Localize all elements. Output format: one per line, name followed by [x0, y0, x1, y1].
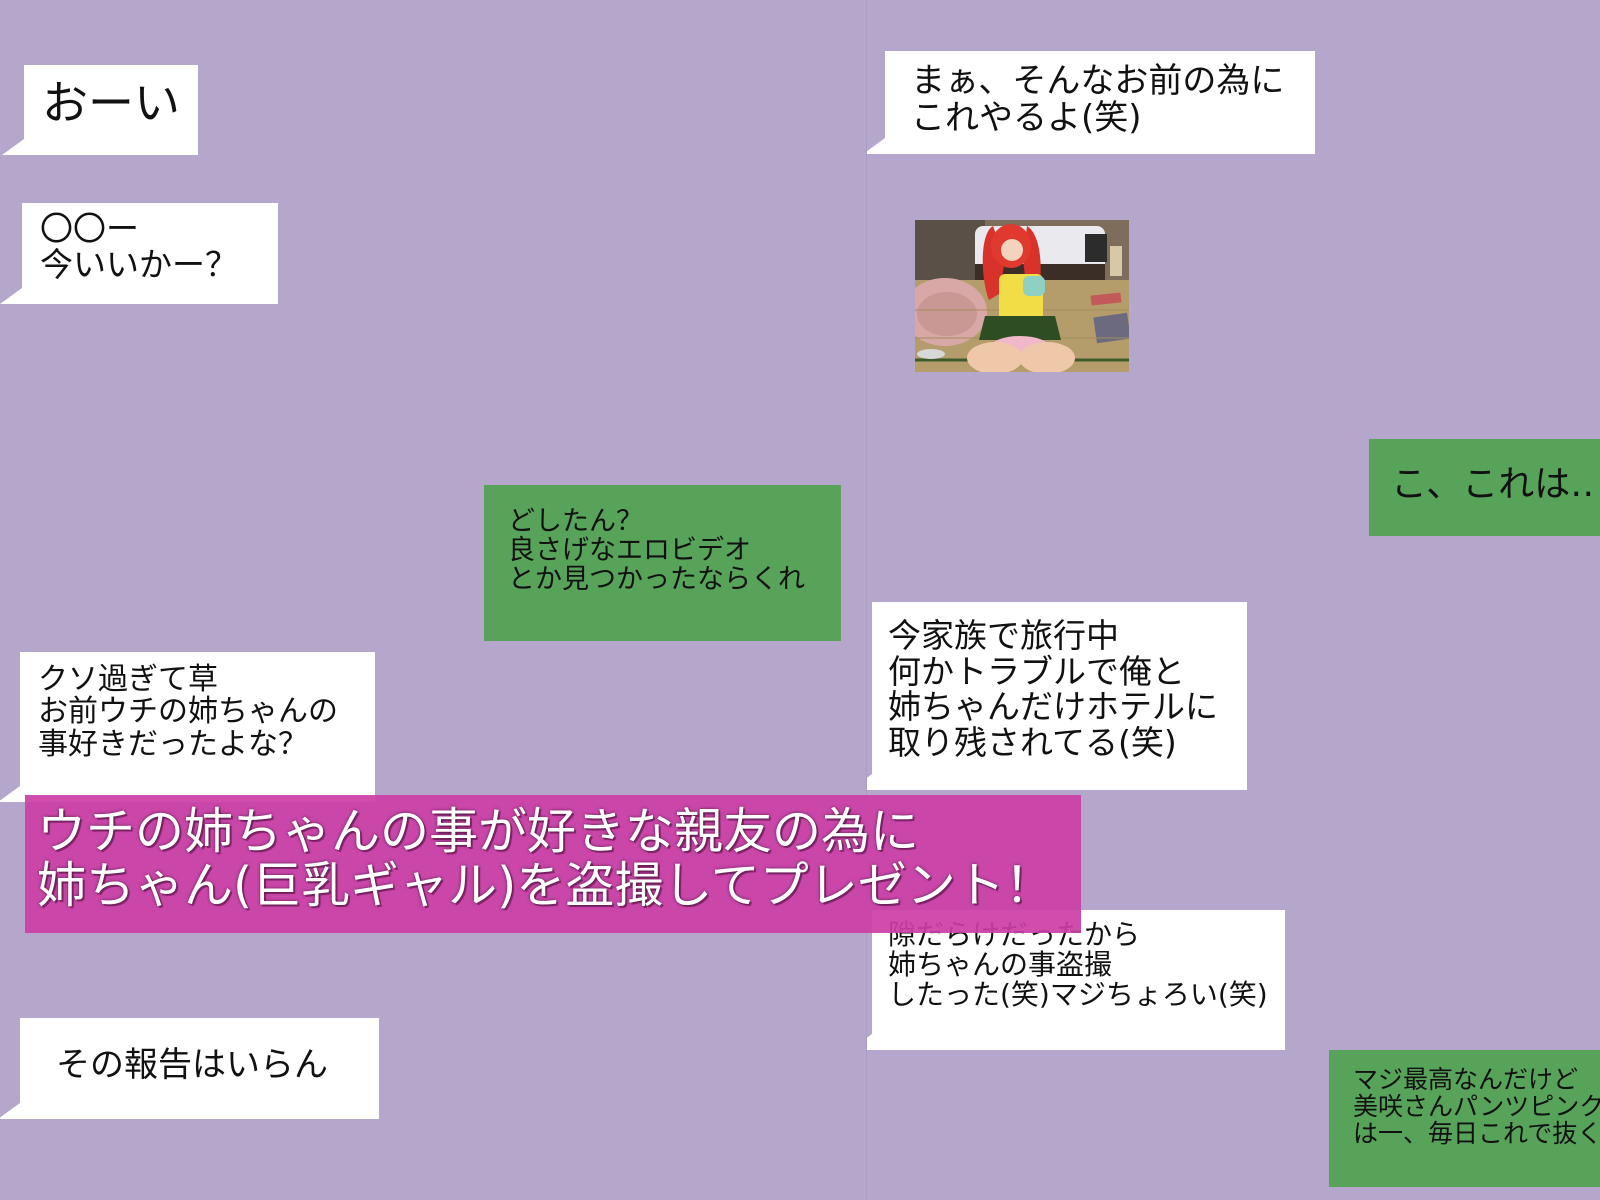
message-bubble-sent: マジ最高なんだけど 美咲さんパンツピンク は一、毎日これで抜く — [1329, 1050, 1600, 1187]
message-text: 姉ちゃんだけホテルに — [888, 687, 1218, 727]
message-text: は一、毎日これで抜く — [1353, 1119, 1600, 1148]
message-text: 姉ちゃんの事盗撮 — [888, 948, 1113, 982]
message-text: クソ過ぎて草 — [38, 662, 218, 697]
message-bubble-received: おーい — [2, 65, 198, 155]
title-line: 姉ちゃん(巨乳ギャル)を盗撮してプレゼント！ — [37, 856, 1054, 914]
message-text: どしたん？ — [508, 506, 643, 537]
message-bubble-sent: こ、これは‥ — [1369, 439, 1600, 536]
message-text: まぁ、そんなお前の為に — [911, 61, 1285, 101]
message-text: 取り残されてる(笑) — [888, 722, 1177, 762]
message-text: お前ウチの姉ちゃんの — [38, 694, 338, 730]
photo-image — [915, 220, 1129, 372]
message-bubble-sent: どしたん？ 良さげなエロビデオ とか見つかったならくれ — [484, 485, 841, 641]
message-text: 今家族で旅行中 — [888, 616, 1119, 655]
message-text: こ、これは‥ — [1391, 464, 1595, 505]
title-banner: ウチの姉ちゃんの事が好きな親友の為に 姉ちゃん(巨乳ギャル)を盗撮してプレゼント… — [25, 795, 1081, 933]
message-text: その報告はいらん — [56, 1045, 328, 1085]
message-text: これやるよ(笑) — [911, 97, 1142, 138]
message-bubble-received: クソ過ぎて草 お前ウチの姉ちゃんの 事好きだったよな？ — [0, 652, 375, 802]
message-text: 何かトラブルで俺と — [888, 651, 1185, 691]
title-line: ウチの姉ちゃんの事が好きな親友の為に — [37, 803, 920, 860]
message-text: 良さげなエロビデオ — [508, 535, 751, 567]
message-text: おーい — [42, 76, 180, 130]
message-text: 美咲さんパンツピンク — [1353, 1092, 1600, 1121]
message-text: したった(笑)マジちょろい(笑) — [888, 978, 1268, 1012]
message-bubble-received: 今家族で旅行中 何かトラブルで俺と 姉ちゃんだけホテルに 取り残されてる(笑) — [867, 602, 1247, 790]
message-text: 〇〇ー — [40, 209, 139, 248]
message-text: 事好きだったよな？ — [38, 726, 308, 762]
message-text: マジ最高なんだけど — [1353, 1065, 1579, 1094]
message-text: 今いいかー？ — [40, 244, 238, 284]
message-text: とか見つかったならくれ — [508, 564, 805, 596]
right-chat-panel: まぁ、そんなお前の為に これやるよ(笑) こ、これは‥ 今家族で旅行中 何かトラ… — [866, 0, 1600, 1200]
message-bubble-received: その報告はいらん — [0, 1018, 379, 1119]
message-bubble-received: 〇〇ー 今いいかー？ — [0, 203, 278, 304]
left-chat-panel: おーい 〇〇ー 今いいかー？ どしたん？ 良さげなエロビデオ とか見つかったなら… — [0, 65, 841, 1119]
message-bubble-received: 隙だらけだったから 姉ちゃんの事盗撮 したった(笑)マジちょろい(笑) — [867, 910, 1285, 1050]
message-bubble-received: まぁ、そんなお前の為に これやるよ(笑) — [867, 51, 1315, 154]
photo-attachment[interactable] — [915, 220, 1129, 372]
